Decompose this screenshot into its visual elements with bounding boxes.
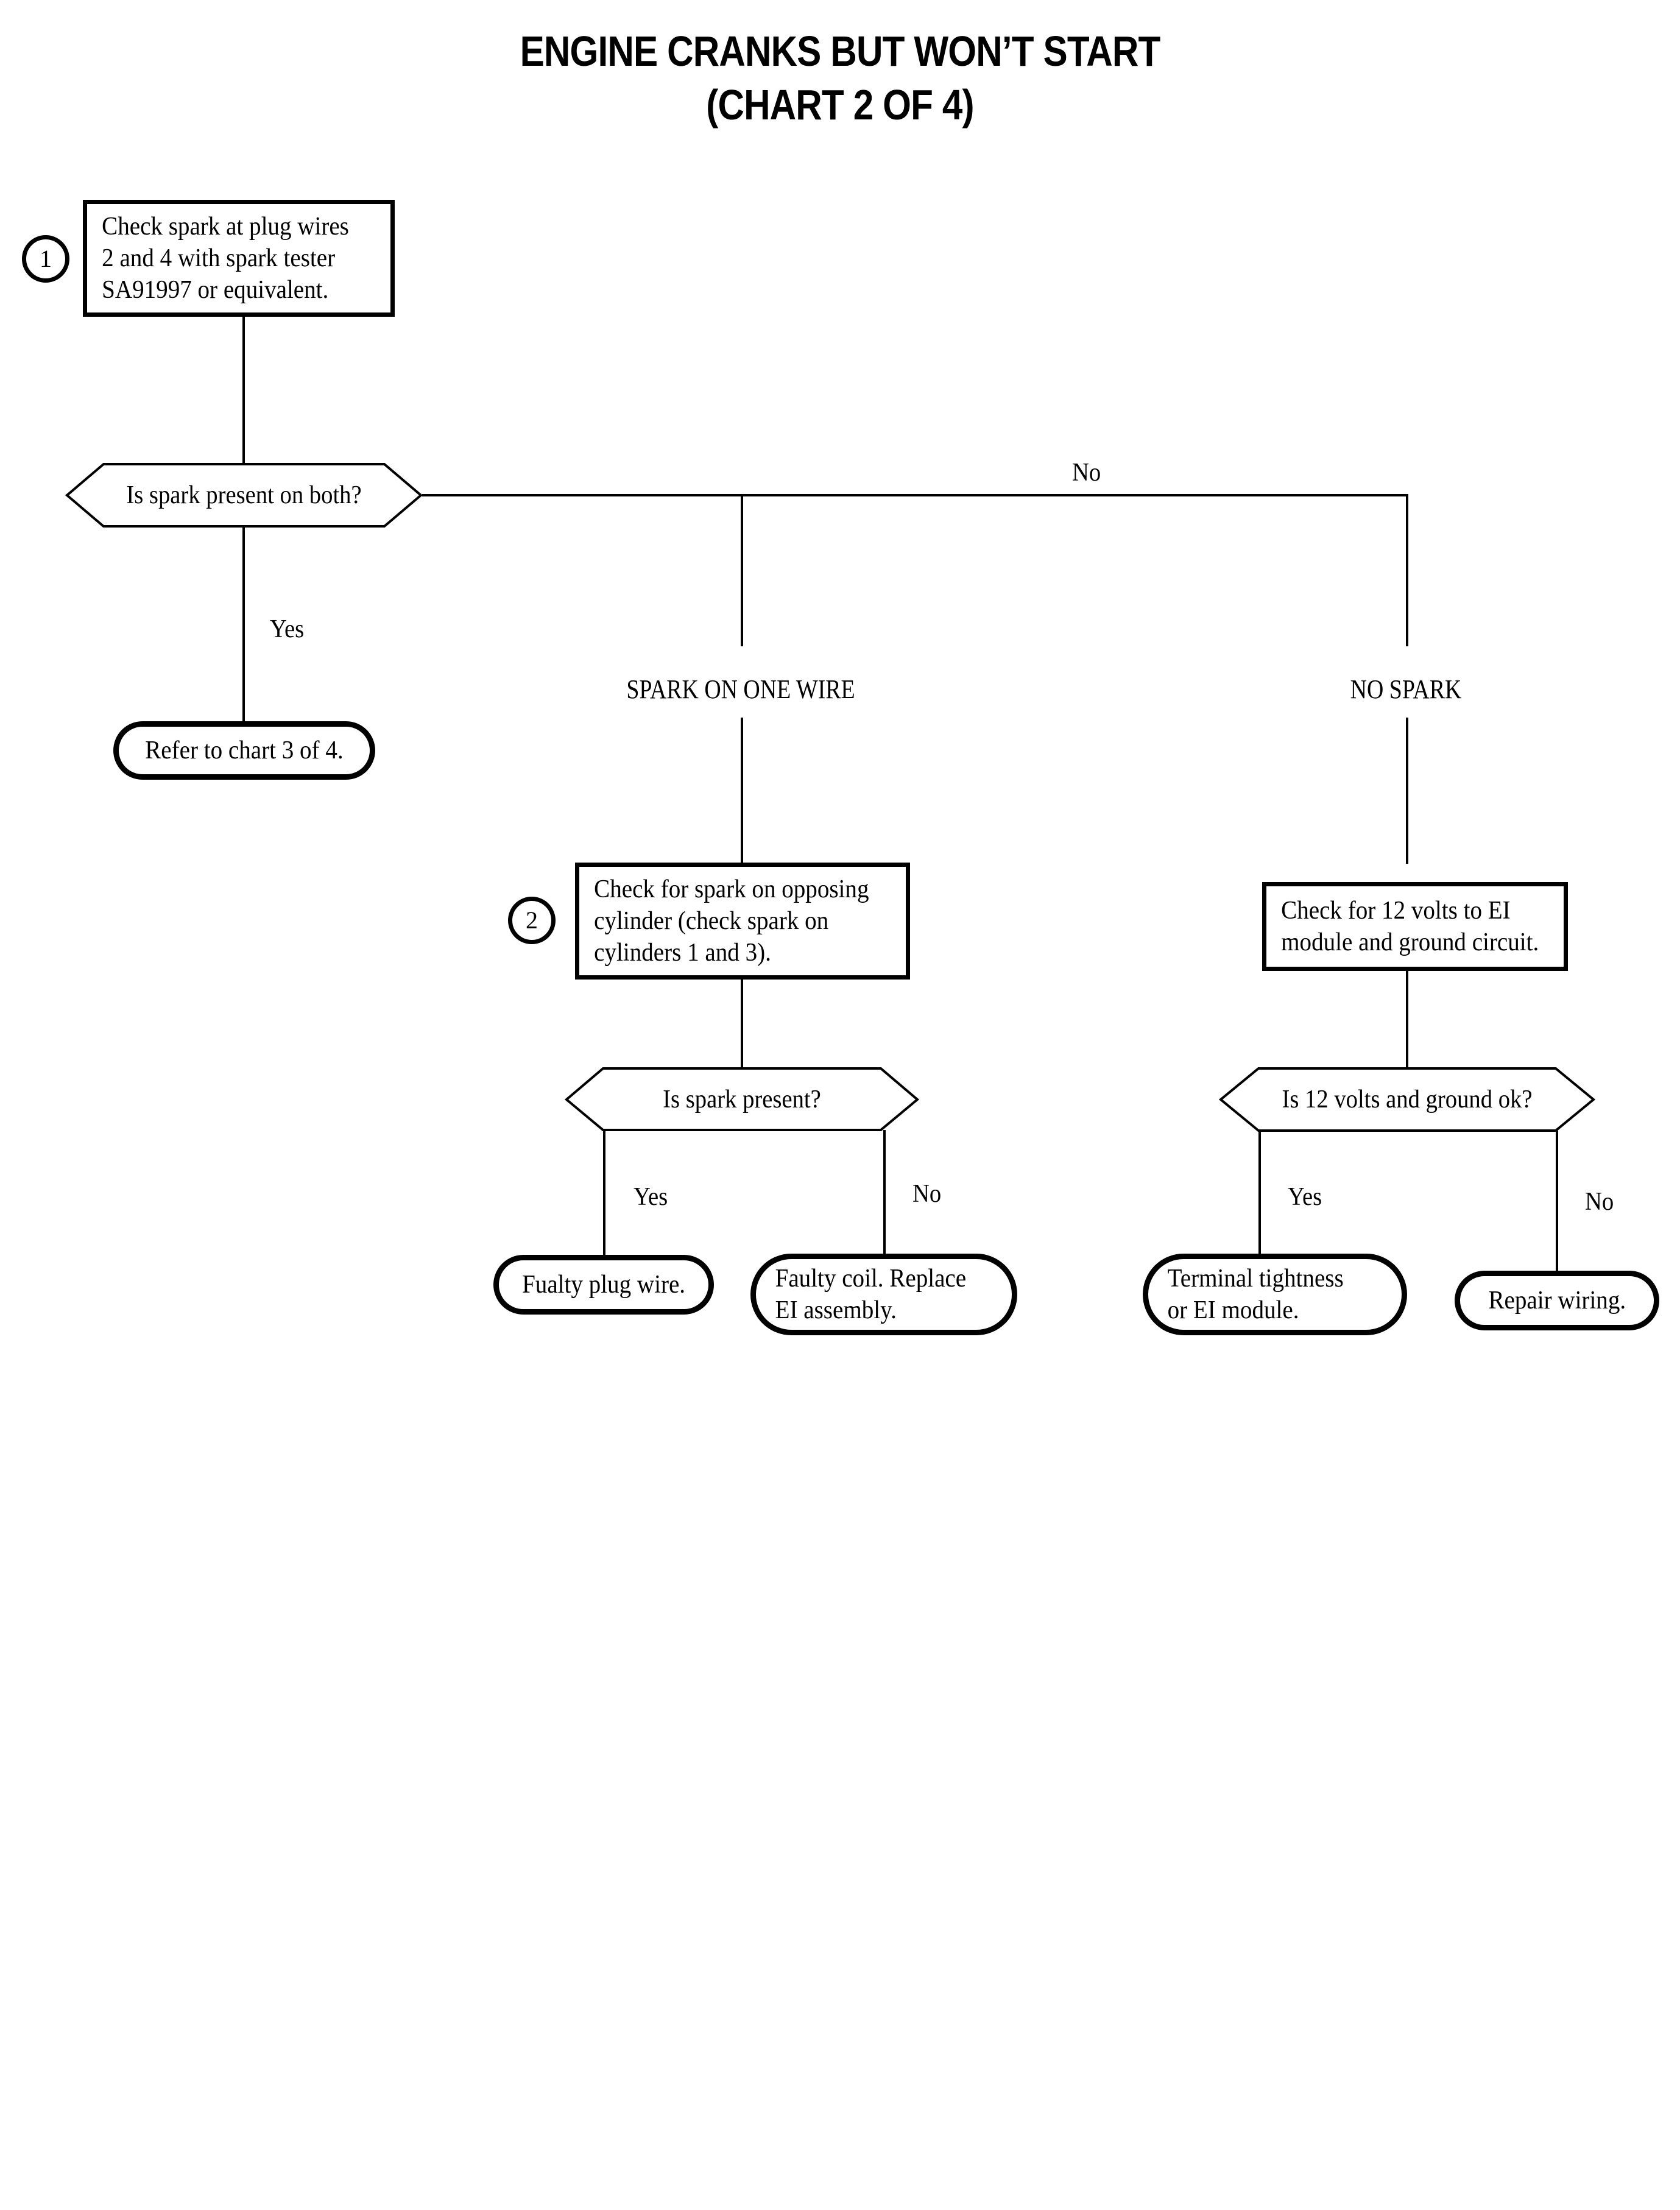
terminator-refer-to-chart-3: Refer to chart 3 of 4.	[113, 721, 375, 780]
decision-is-spark-present: Is spark present?	[564, 1067, 920, 1131]
terminator-faulty-coil-text: Faulty coil. Replace EI assembly.	[775, 1265, 967, 1324]
step-number-2-label: 2	[526, 906, 538, 934]
connector-decision3-yes	[1258, 1131, 1261, 1255]
decision-2-text: Is spark present?	[663, 1085, 821, 1114]
decision-3-text: Is 12 volts and ground ok?	[1282, 1086, 1533, 1114]
terminator-terminal-text: Terminal tightness or EI module.	[1167, 1265, 1344, 1324]
terminator-repair-wiring: Repair wiring.	[1455, 1271, 1659, 1330]
edge-label-decision1-no: No	[1072, 459, 1101, 487]
process-box-check-spark-plug-wires: Check spark at plug wires 2 and 4 with s…	[83, 200, 395, 317]
terminator-repair-text: Repair wiring.	[1488, 1287, 1626, 1315]
connector-check12v-to-decision3	[1406, 971, 1408, 1070]
caption-no-spark: NO SPARK	[1350, 674, 1462, 704]
edge-label-decision1-yes: Yes	[270, 615, 305, 643]
edge-label-decision2-no: No	[912, 1180, 942, 1208]
title-line-2: (CHART 2 OF 4)	[706, 81, 974, 129]
edge-label-decision3-no: No	[1585, 1188, 1614, 1216]
connector-step2-to-decision2	[741, 980, 743, 1070]
decision-hexagon-shape	[65, 463, 423, 528]
connector-decision1-no-drop-middle	[741, 494, 743, 646]
process-box-1-text: Check spark at plug wires 2 and 4 with s…	[102, 213, 349, 304]
connector-caption-one-wire-to-step2	[741, 718, 743, 864]
edge-label-decision2-yes: Yes	[634, 1183, 668, 1211]
process-box-check-12-volts: Check for 12 volts to EI module and grou…	[1262, 882, 1568, 971]
terminator-faulty-plug-text: Fualty plug wire.	[522, 1271, 685, 1299]
decision-1-text: Is spark present on both?	[126, 481, 362, 509]
process-box-2-text: Check for spark on opposing cylinder (ch…	[594, 875, 869, 967]
terminator-refer-text: Refer to chart 3 of 4.	[145, 736, 344, 764]
caption-spark-on-one-wire: SPARK ON ONE WIRE	[626, 674, 855, 704]
process-box-check-spark-opposing-cylinder: Check for spark on opposing cylinder (ch…	[575, 863, 910, 980]
connector-step1-to-decision1	[242, 317, 245, 463]
connector-decision1-yes	[242, 528, 245, 722]
process-box-12v-text: Check for 12 volts to EI module and grou…	[1281, 897, 1539, 956]
title-line-1: ENGINE CRANKS BUT WON’T START	[520, 27, 1161, 75]
connector-decision3-no	[1556, 1131, 1558, 1271]
decision-2-hexagon-shape	[564, 1067, 920, 1131]
terminator-terminal-tightness-or-ei-module: Terminal tightness or EI module.	[1143, 1254, 1407, 1335]
step-number-circle-2: 2	[508, 897, 556, 944]
page-title: ENGINE CRANKS BUT WON’T START (CHART 2 OF…	[118, 24, 1562, 132]
connector-decision2-no	[883, 1130, 886, 1255]
connector-decision1-no-horizontal	[422, 494, 1408, 496]
terminator-faulty-coil-replace-ei: Faulty coil. Replace EI assembly.	[750, 1254, 1017, 1335]
decision-is-spark-present-on-both: Is spark present on both?	[65, 463, 423, 528]
step-number-1-label: 1	[40, 245, 52, 272]
edge-label-decision3-yes: Yes	[1288, 1183, 1322, 1211]
step-number-circle-1: 1	[22, 235, 69, 283]
terminator-faulty-plug-wire: Fualty plug wire.	[493, 1255, 714, 1315]
decision-is-12-volts-and-ground-ok: Is 12 volts and ground ok?	[1218, 1067, 1596, 1132]
connector-decision2-yes	[603, 1130, 605, 1255]
connector-decision1-no-drop-right	[1406, 494, 1408, 646]
connector-caption-no-spark-to-check12v	[1406, 718, 1408, 864]
